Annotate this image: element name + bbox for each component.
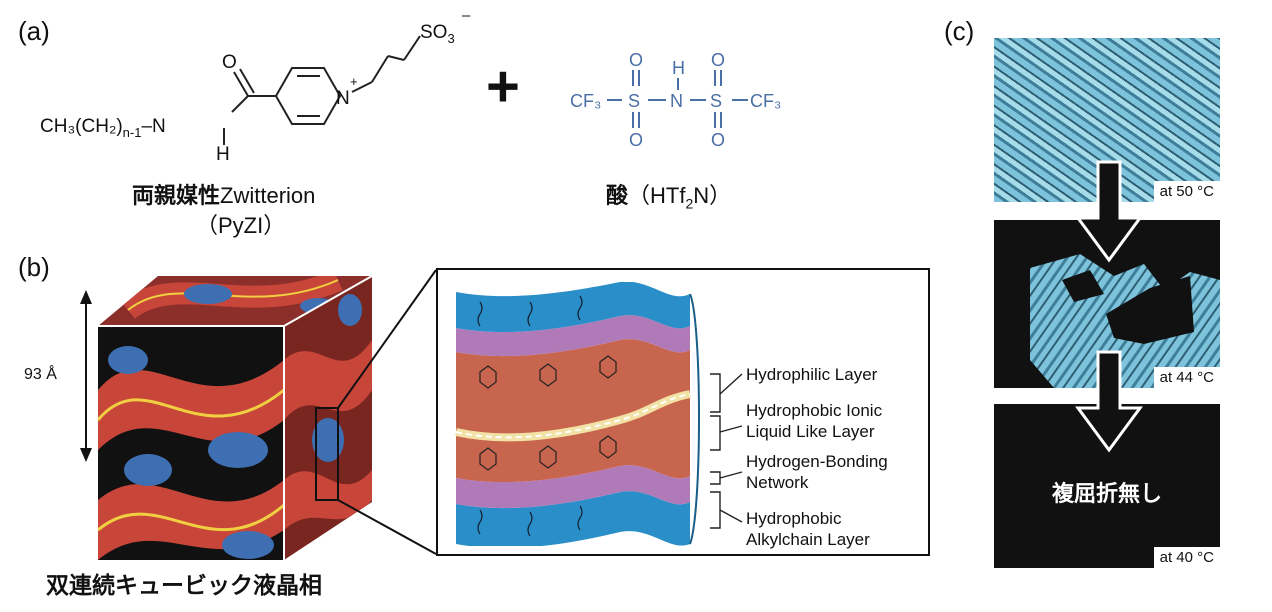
down-arrow-1 xyxy=(1075,160,1143,263)
negative-charge: – xyxy=(462,7,471,24)
acid-caption: 酸（HTf2N） xyxy=(606,183,732,212)
layer-label-hydrogen-bonding: Hydrogen-Bonding Network xyxy=(746,452,888,492)
acid-structure: CF₃ S N H S CF₃ O O O O xyxy=(570,50,781,150)
imide-h: H xyxy=(672,58,685,78)
temp-label-44c: at 44 °C xyxy=(1153,367,1220,388)
oxygen-bottom-left: O xyxy=(629,130,643,150)
layer-brackets xyxy=(710,373,743,529)
imide-n: N xyxy=(670,91,683,111)
pyridinium-n: N xyxy=(336,88,350,109)
zwitterion-caption: 両親媒性Zwitterion xyxy=(132,183,316,208)
oxygen-top-left: O xyxy=(629,50,643,70)
alkyl-chain-text: CH₃(CH₂)n-1–N xyxy=(40,116,166,140)
temp-label-50c: at 50 °C xyxy=(1153,181,1220,202)
zoom-lines xyxy=(337,269,437,555)
sulfur-left: S xyxy=(628,91,640,111)
oxygen-top-right: O xyxy=(711,50,725,70)
texture-photo-50c: at 50 °C xyxy=(994,38,1220,202)
positive-charge: + xyxy=(350,74,358,89)
dimension-arrow xyxy=(80,290,92,462)
plus-sign: + xyxy=(486,54,520,119)
layer-label-alkylchain: Hydrophobic Alkylchain Layer xyxy=(746,509,870,549)
down-arrow-2 xyxy=(1075,350,1143,453)
bicontinuous-cube xyxy=(98,275,373,560)
zwitterion-structure: CH₃(CH₂)n-1–N H O N + SO3 – xyxy=(40,7,471,165)
oxygen-bottom-right: O xyxy=(711,130,725,150)
panel-b-label: (b) xyxy=(18,252,50,282)
cubic-phase-caption: 双連続キュービック液晶相 xyxy=(46,572,322,598)
panel-c-label: (c) xyxy=(944,16,975,46)
amide-h: H xyxy=(216,144,230,165)
temp-label-40c: at 40 °C xyxy=(1153,547,1220,568)
no-birefringence-label: 複屈折無し xyxy=(1051,481,1162,506)
carbonyl-o: O xyxy=(222,52,237,73)
zwitterion-abbrev: （PyZI） xyxy=(196,213,286,238)
sulfur-right: S xyxy=(710,91,722,111)
panel-a-label: (a) xyxy=(18,16,50,46)
sulfonate-group: SO3 xyxy=(420,22,455,46)
layer-label-ionic-liquid: Hydrophobic Ionic Liquid Like Layer xyxy=(746,401,883,441)
membrane-bilayer xyxy=(455,282,700,546)
cf3-left: CF₃ xyxy=(570,91,601,111)
cf3-right: CF₃ xyxy=(750,91,781,111)
layer-label-hydrophilic: Hydrophilic Layer xyxy=(746,365,878,384)
dimension-label: 93 Å xyxy=(24,366,57,384)
